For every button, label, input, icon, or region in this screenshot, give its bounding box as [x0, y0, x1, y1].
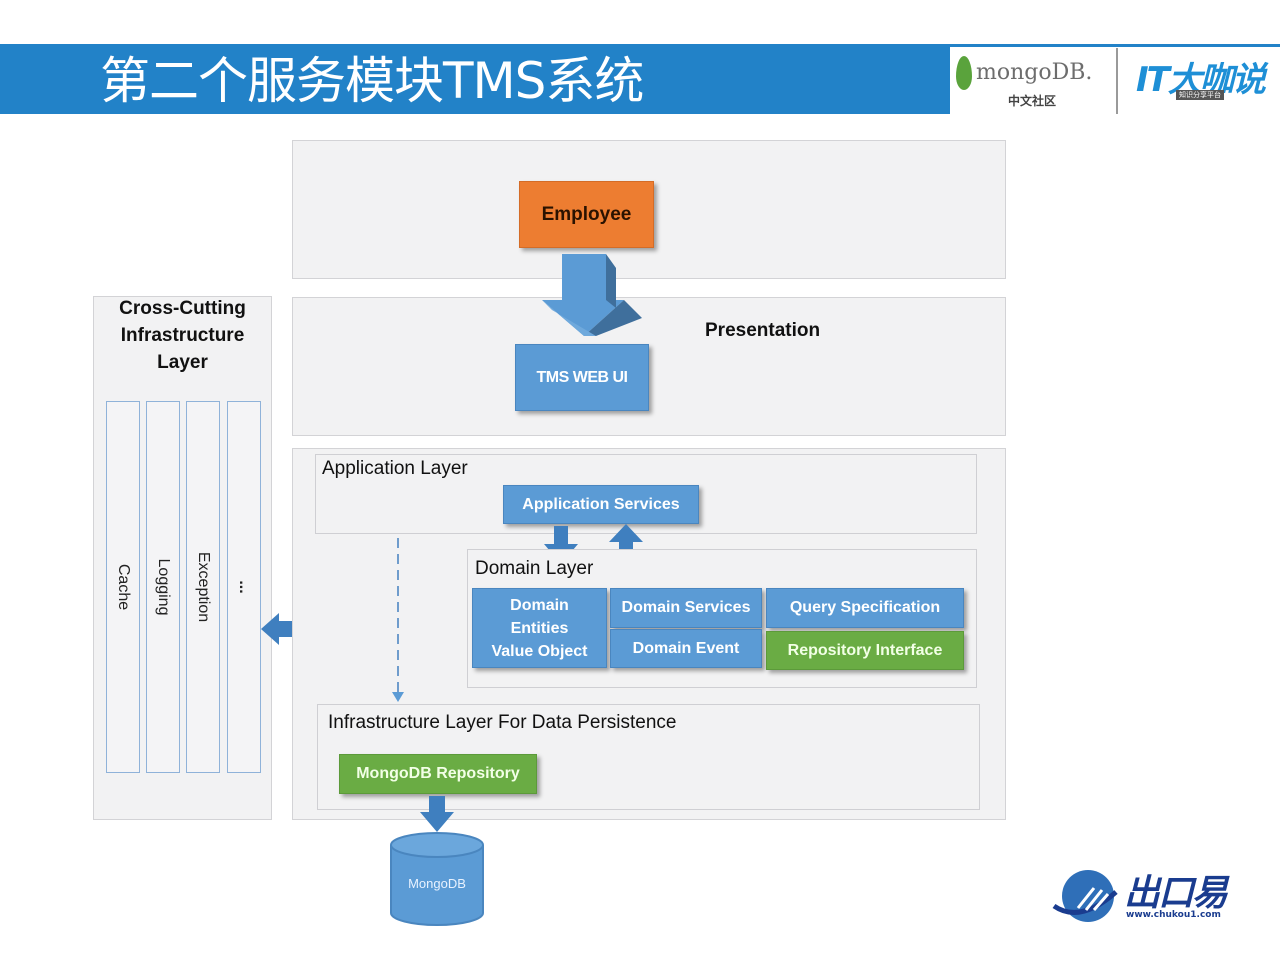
logo-divider — [1116, 48, 1118, 114]
query-specification-box: Query Specification — [766, 588, 964, 628]
cache-label: Cache — [115, 563, 132, 611]
cross-cutting-title-line-1: Cross-Cutting — [119, 298, 246, 319]
domain-entities-line-2: Entities — [510, 619, 569, 637]
employee-label: Employee — [541, 203, 632, 225]
chukou1-logo: 出口易 www.chukou1.com — [1050, 862, 1250, 932]
title-bar — [0, 44, 950, 114]
cross-cutting-title-line-2: Infrastructure — [120, 325, 245, 346]
presentation-title: Presentation — [705, 320, 821, 341]
more-label: ... — [236, 580, 253, 594]
mongodb-logo-subtitle: 中文社区 — [1008, 94, 1057, 108]
mongodb-logo: mongoDB. 中文社区 — [954, 54, 1114, 110]
mongodb-repository-box: MongoDB Repository — [339, 754, 537, 794]
application-layer-title: Application Layer — [322, 458, 468, 479]
domain-entities-line-3: Value Object — [491, 642, 588, 660]
domain-services-box: Domain Services — [610, 588, 762, 628]
mongodb-database-label: MongoDB — [408, 876, 466, 891]
logging-label: Logging — [155, 558, 172, 616]
app-to-domain-arrow-down-icon — [544, 526, 578, 564]
cross-cutting-column-logging: Logging — [146, 401, 180, 773]
domain-event-box: Domain Event — [610, 629, 762, 668]
cross-cutting-column-cache: Cache — [106, 401, 140, 773]
mongodb-database-icon — [390, 832, 484, 926]
presentation-panel — [292, 297, 1006, 436]
tms-web-ui-label: TMS WEB UI — [536, 368, 629, 386]
repository-interface-box: Repository Interface — [766, 631, 964, 670]
domain-event-label: Domain Event — [632, 639, 740, 657]
header-rule — [950, 44, 1280, 47]
domain-entities-line-1: Domain — [510, 596, 569, 614]
chukou1-logo-url: www.chukou1.com — [1126, 910, 1221, 920]
repository-interface-label: Repository Interface — [787, 641, 943, 659]
cross-cutting-title-line-3: Layer — [157, 352, 208, 373]
it-dakashuo-logo-subtitle: 知识分享平台 — [1176, 90, 1224, 100]
mongodb-logo-word: mongoDB. — [976, 60, 1093, 85]
mongodb-repository-label: MongoDB Repository — [356, 765, 520, 782]
app-to-infra-dashed-arrow-icon — [392, 538, 404, 702]
repository-to-db-arrow-icon — [420, 796, 454, 832]
query-specification-label: Query Specification — [789, 599, 941, 616]
it-dakashuo-logo: IT大咖说 知识分享平台 — [1136, 60, 1276, 104]
infrastructure-layer-title: Infrastructure Layer For Data Persistenc… — [328, 712, 677, 733]
employee-box: Employee — [519, 181, 654, 248]
chukou1-logo-word: 出口易 — [1124, 873, 1228, 914]
employee-to-ui-arrow-icon — [542, 254, 642, 336]
exception-label: Exception — [195, 551, 212, 623]
application-services-box: Application Services — [503, 485, 699, 524]
domain-layer-title: Domain Layer — [475, 558, 594, 579]
domain-entities-box: Domain Entities Value Object — [472, 588, 607, 668]
tms-web-ui-box: TMS WEB UI — [515, 344, 649, 411]
cross-cutting-column-exception: Exception — [186, 401, 220, 773]
domain-services-label: Domain Services — [621, 599, 751, 616]
page-title: 第二个服务模块TMS系统 — [100, 52, 644, 110]
cross-cutting-column-more: ... — [227, 401, 261, 773]
application-services-label: Application Services — [522, 495, 680, 513]
cross-cutting-arrow-left-icon — [261, 613, 299, 645]
mongodb-leaf-icon — [956, 56, 972, 90]
domain-to-app-arrow-up-icon — [609, 524, 643, 562]
globe-icon — [1052, 870, 1118, 922]
